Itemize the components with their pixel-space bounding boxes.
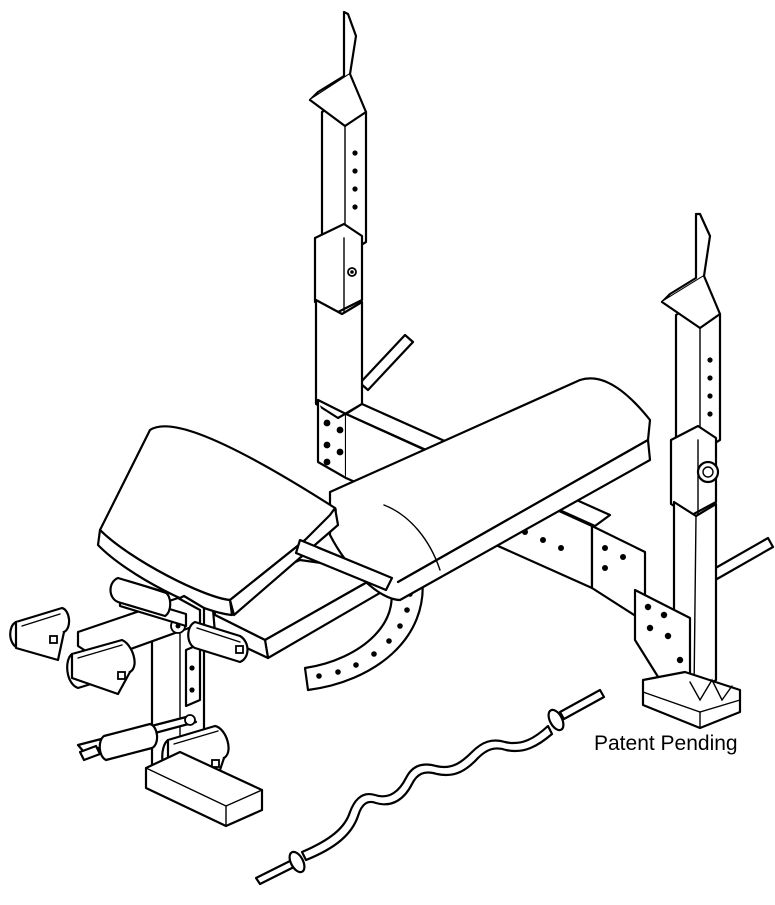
right-upright <box>590 212 775 730</box>
left-upright <box>308 10 415 480</box>
incline-adjust-bracket <box>303 570 424 692</box>
patent-pending-caption: Patent Pending <box>594 732 738 755</box>
ez-curl-bar <box>254 688 606 886</box>
back-pad <box>328 377 652 602</box>
plate-rod <box>78 744 102 762</box>
incline-seat-pad <box>96 425 394 617</box>
leg-developer <box>9 576 264 828</box>
